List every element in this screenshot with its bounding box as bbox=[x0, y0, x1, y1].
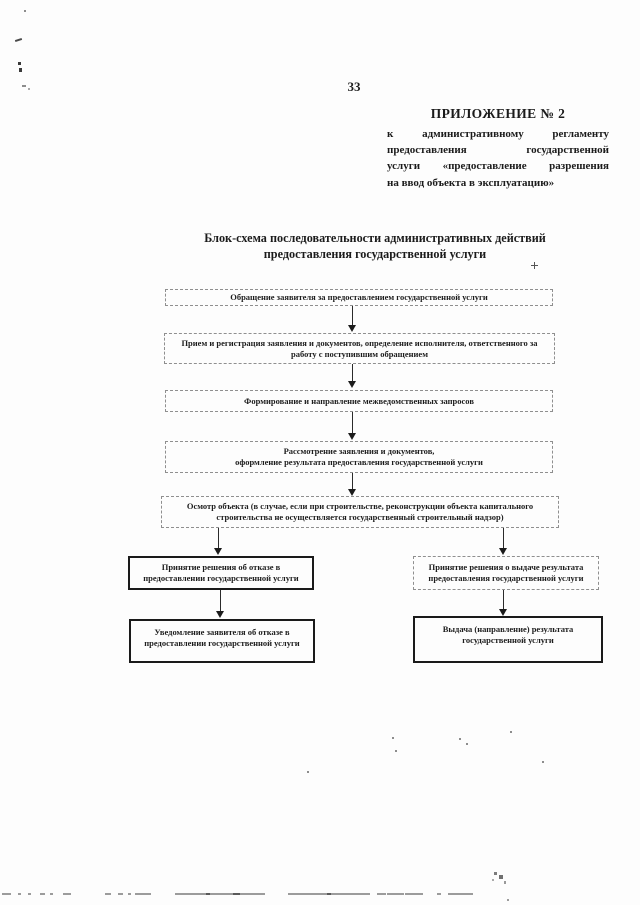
appendix-line: услуги «предоставление разрешения bbox=[387, 160, 609, 173]
flow-node-interagency-requests: Формирование и направление межведомствен… bbox=[165, 390, 553, 412]
flow-node-object-inspection: Осмотр объекта (в случае, если при строи… bbox=[161, 496, 559, 528]
flow-node-review-and-result: Рассмотрение заявления и документов, офо… bbox=[165, 441, 553, 473]
page-number: 33 bbox=[347, 79, 361, 94]
appendix-line: к административному регламенту bbox=[387, 128, 609, 140]
flow-node-applicant-request: Обращение заявителя за предоставлением г… bbox=[165, 289, 553, 306]
appendix-header: ПРИЛОЖЕНИЕ № 2 к административному регла… bbox=[387, 106, 609, 191]
flow-node-refusal-notification: Уведомление заявителя об отказе в предос… bbox=[129, 619, 315, 663]
appendix-line: предоставления государственной bbox=[387, 144, 609, 157]
flow-node-reception-registration: Прием и регистрация заявления и документ… bbox=[164, 333, 555, 364]
arrow-down-icon bbox=[499, 609, 507, 616]
arrow-down-icon bbox=[348, 433, 356, 440]
arrow-down-icon bbox=[348, 325, 356, 332]
appendix-line: на ввод объекта в эксплуатацию» bbox=[387, 176, 555, 189]
arrow-down-icon bbox=[214, 548, 222, 555]
document-title: Блок-схема последовательности администра… bbox=[204, 231, 546, 261]
appendix-heading: ПРИЛОЖЕНИЕ № 2 bbox=[430, 106, 566, 121]
arrow-down-icon bbox=[348, 489, 356, 496]
flow-node-decision-refusal: Принятие решения об отказе в предоставле… bbox=[128, 556, 314, 590]
flow-node-result-delivery: Выдача (направление) результата государс… bbox=[413, 616, 603, 663]
flow-node-decision-issue: Принятие решения о выдаче результата пре… bbox=[413, 556, 599, 590]
arrow-down-icon bbox=[499, 548, 507, 555]
arrow-down-icon bbox=[348, 381, 356, 388]
arrow-down-icon bbox=[216, 611, 224, 618]
